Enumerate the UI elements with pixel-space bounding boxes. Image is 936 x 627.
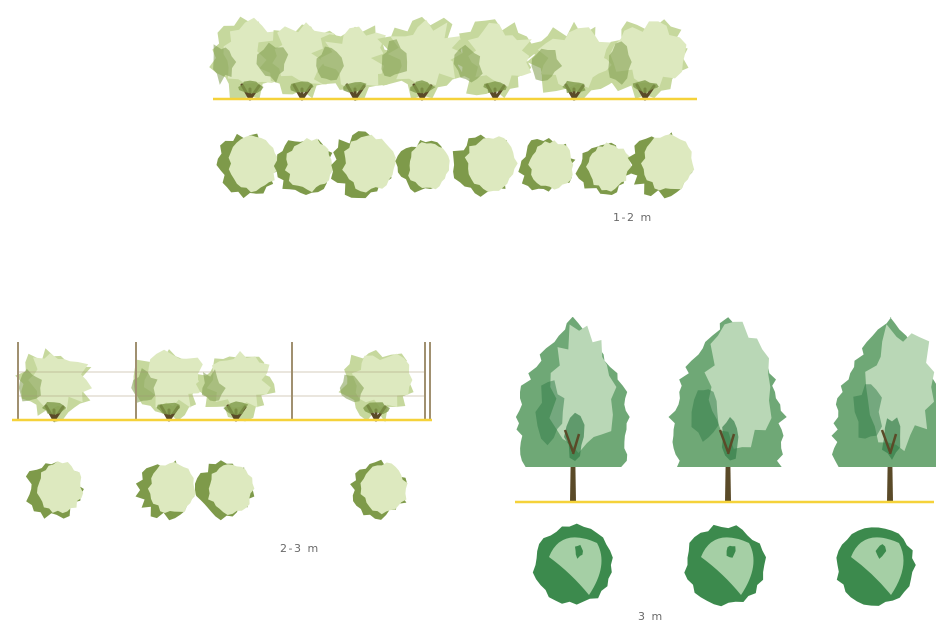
shrub-elevation xyxy=(196,351,276,422)
shrub-plan xyxy=(195,460,254,520)
shrub-plan xyxy=(350,460,408,520)
spacing-label-1-2m: 1-2 m xyxy=(613,211,653,224)
shrub-plan xyxy=(627,132,694,198)
shrub-plan xyxy=(453,135,518,197)
shrub-plan xyxy=(274,138,333,195)
tree-plan xyxy=(533,524,613,605)
tree-elevation xyxy=(516,317,630,502)
shrub-elevation xyxy=(604,19,689,99)
shrub-elevation xyxy=(527,22,622,101)
tree-plan xyxy=(684,525,766,606)
shrub-plan xyxy=(217,134,280,199)
shrub-plan xyxy=(136,460,197,520)
panel-trees xyxy=(515,317,936,606)
shrub-elevation xyxy=(450,19,538,99)
shrub-plan xyxy=(26,461,84,519)
shrub-elevation xyxy=(371,17,467,100)
shrub-plan xyxy=(518,138,575,192)
spacing-label-2-3m: 2-3 m xyxy=(280,542,320,555)
panel-staked-shrubs xyxy=(12,342,432,520)
tree-elevation xyxy=(669,317,787,502)
shrub-elevation xyxy=(15,348,92,422)
shrub-plan xyxy=(331,131,396,198)
tree-plan xyxy=(836,527,915,606)
shrub-plan xyxy=(395,140,449,193)
tree-elevation xyxy=(832,317,936,502)
shrub-plan xyxy=(576,142,632,195)
panel-dense-hedge xyxy=(209,17,697,199)
shrub-elevation xyxy=(339,350,414,422)
spacing-label-3m: 3 m xyxy=(638,610,664,623)
